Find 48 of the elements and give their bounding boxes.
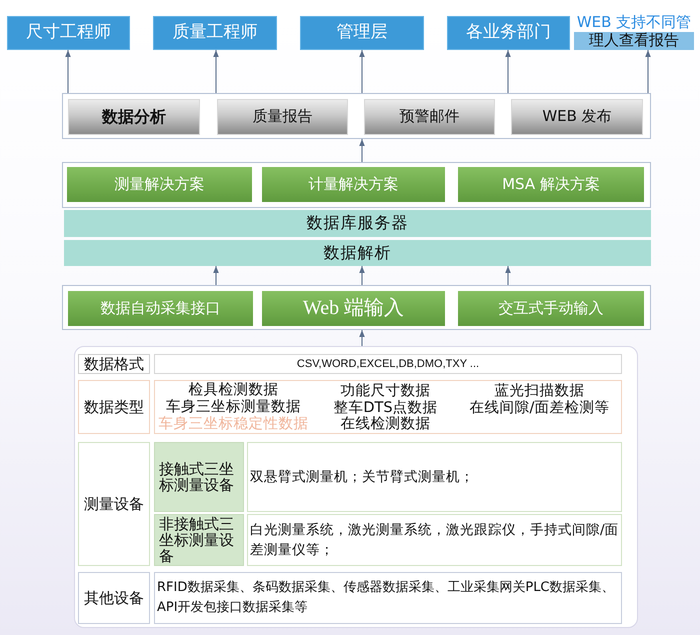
- arrow: [505, 50, 511, 94]
- data-type-item: 整车DTS点数据: [333, 400, 438, 416]
- row-header: 数据格式: [78, 354, 150, 374]
- function-panel: [62, 93, 651, 139]
- row-header: 其他设备: [78, 572, 150, 624]
- layer-band: 数据解析: [64, 240, 651, 266]
- device-category: 非接触式三坐标测量设备: [154, 514, 244, 566]
- row-header: 测量设备: [78, 442, 150, 566]
- format-list: CSV,WORD,EXCEL,DB,DMO,TXY ...: [154, 354, 622, 374]
- function-box: WEB 发布: [511, 99, 643, 135]
- role-box: 各业务部门: [447, 16, 570, 50]
- arrow: [213, 50, 219, 94]
- data-type-item: 车身三坐标稳定性数据: [158, 416, 308, 433]
- arrow: [359, 138, 365, 162]
- data-type-item: 蓝光扫描数据: [494, 383, 584, 400]
- input-method-box: 数据自动采集接口: [68, 291, 253, 326]
- arrow: [65, 50, 71, 94]
- arrow: [505, 266, 511, 286]
- data-type-item: 在线间隙/面差检测等: [470, 400, 610, 417]
- device-list: RFID数据采集、条码数据采集、传感器数据采集、工业采集网关PLC数据采集、API开发包接口数据采集等: [154, 572, 622, 624]
- data-type-item: 车身三坐标测量数据: [166, 399, 301, 416]
- arrow: [359, 50, 365, 94]
- function-box: 质量报告: [217, 99, 348, 135]
- arrow: [359, 330, 365, 346]
- role-box: 质量工程师: [153, 16, 277, 50]
- data-type-item: 检具检测数据: [188, 382, 278, 399]
- function-box: 预警邮件: [364, 99, 495, 135]
- note-box: WEB 支持不同管理人查看报告: [574, 13, 694, 50]
- solution-box: 测量解决方案: [67, 167, 252, 202]
- input-method-box: Web 端输入: [262, 291, 445, 326]
- function-box: 数据分析: [68, 99, 200, 135]
- input-panel: [62, 285, 651, 330]
- solution-panel: [62, 162, 651, 208]
- device-list: 白光测量系统，激光测量系统，激光跟踪仪，手持式间隙/面差测量仪等；: [247, 514, 622, 566]
- input-method-box: 交互式手动输入: [458, 291, 644, 326]
- device-list: 双悬臂式测量机；关节臂式测量机；: [247, 442, 622, 512]
- arrow: [645, 50, 651, 94]
- solution-box: 计量解决方案: [262, 167, 445, 202]
- row-header: 数据类型: [78, 380, 150, 434]
- role-box: 尺寸工程师: [7, 16, 130, 50]
- device-category: 接触式三坐标测量设备: [154, 442, 244, 512]
- data-type-item: 功能尺寸数据: [340, 383, 430, 400]
- arrow: [359, 266, 365, 286]
- data-type-item: 在线检测数据: [340, 416, 430, 433]
- layer-band: 数据库服务器: [64, 210, 651, 237]
- role-box: 管理层: [300, 16, 424, 50]
- arrow: [213, 266, 219, 286]
- solution-box: MSA 解决方案: [458, 167, 644, 202]
